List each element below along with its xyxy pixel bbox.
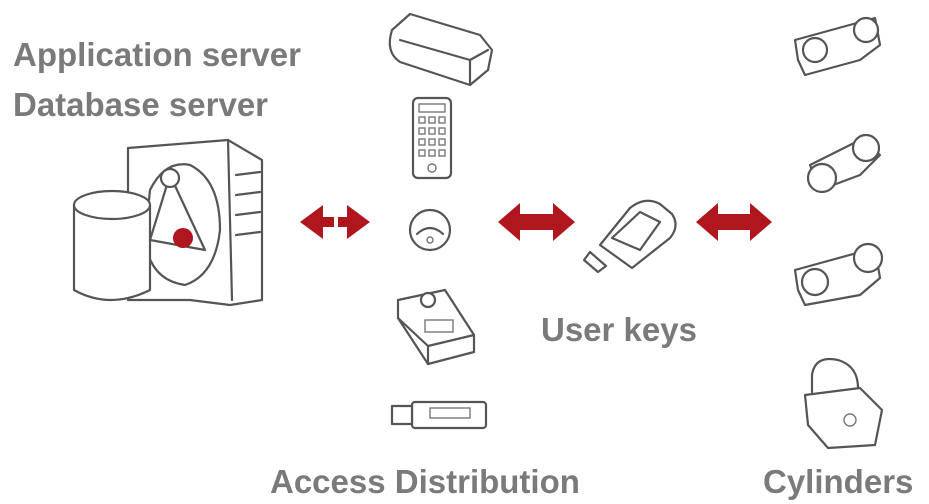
padlock-icon <box>803 357 884 450</box>
wall-reader-icon <box>408 208 452 252</box>
access-distribution-label: Access Distribution <box>270 463 580 500</box>
usb-stick-icon <box>390 400 488 430</box>
arrow-keys-to-cylinders <box>696 203 772 241</box>
knob-cylinder-icon <box>806 133 882 194</box>
wall-programmer-icon <box>388 12 494 87</box>
application-server-label: Application server <box>13 36 301 73</box>
database-cylinder-icon <box>72 189 152 302</box>
euro-cylinder-icon <box>793 16 882 77</box>
database-server-label: Database server <box>13 86 269 123</box>
arrow-server-to-distribution <box>300 205 370 239</box>
desktop-programmer-icon <box>396 288 476 366</box>
red-indicator <box>173 228 193 248</box>
server-icon <box>126 138 264 307</box>
user-keys-label: User keys <box>541 311 697 348</box>
double-cylinder-icon <box>793 242 884 307</box>
user-key-icon <box>582 199 677 274</box>
cylinders-label: Cylinders <box>763 463 914 500</box>
keypad-icon <box>411 96 453 180</box>
arrow-distribution-to-keys <box>498 203 575 241</box>
